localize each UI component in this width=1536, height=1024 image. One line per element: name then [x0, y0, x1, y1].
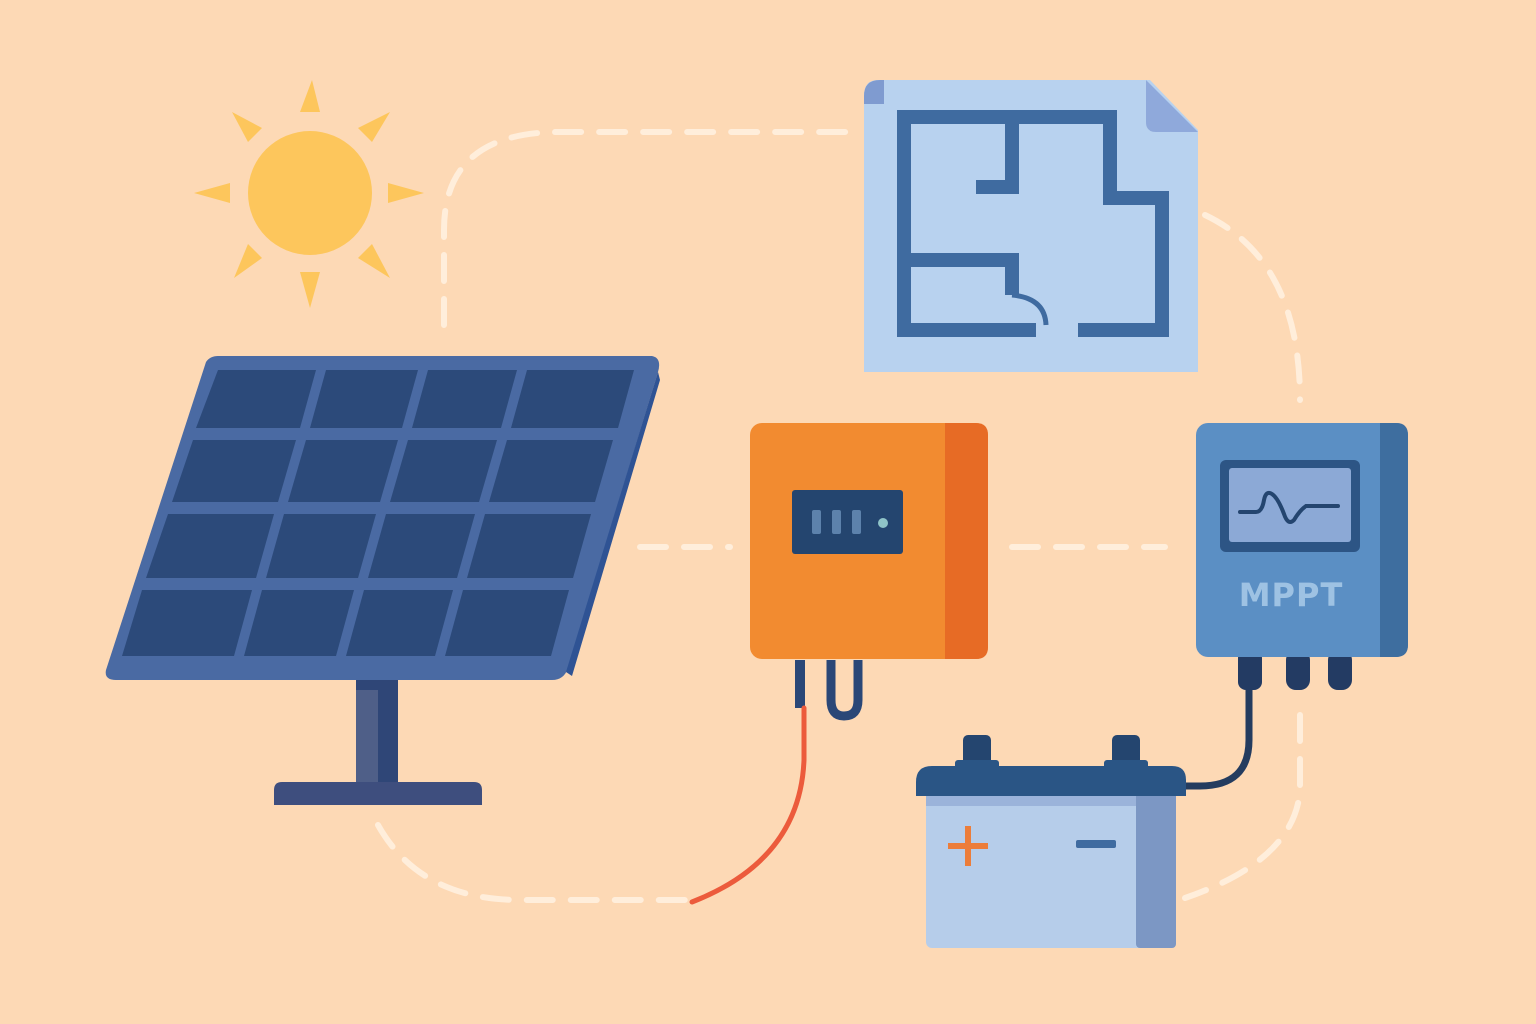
- dashed-path-panel-to-blueprint: [441, 129, 853, 328]
- dashed-connectors: [375, 129, 1303, 903]
- battery-icon: + −: [916, 735, 1186, 948]
- inverter-icon: [750, 423, 988, 721]
- floor-plan-icon: [864, 80, 1198, 372]
- red-cable: [689, 705, 807, 905]
- dashed-path-mppt-to-battery: [1182, 712, 1303, 901]
- dashed-path-blueprint-to-mppt: [1202, 212, 1303, 403]
- sun-icon: [194, 80, 424, 308]
- mppt-controller-icon: MPPT: [1180, 423, 1408, 790]
- mppt-label: MPPT: [1239, 576, 1344, 614]
- dashed-path-panel-base-to-cable: [375, 822, 693, 903]
- solar-panel-icon: [105, 356, 660, 805]
